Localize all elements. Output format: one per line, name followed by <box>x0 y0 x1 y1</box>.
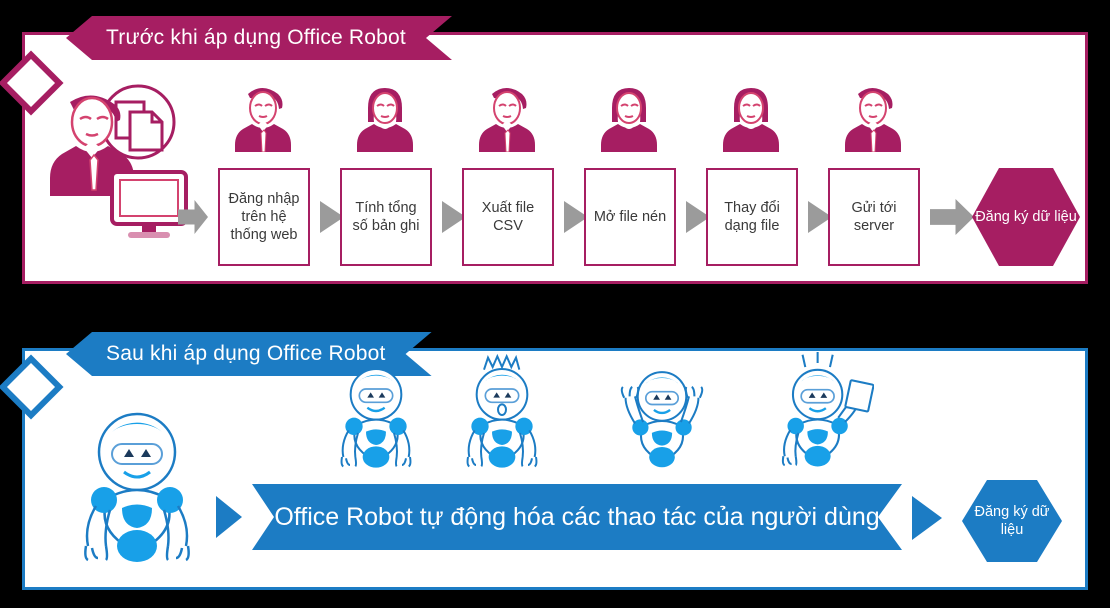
process-step-box-2[interactable]: Tính tổng số bản ghi <box>340 168 432 266</box>
before-result-label: Đăng ký dữ liệu <box>975 208 1077 225</box>
after-title-text: Sau khi áp dụng Office Robot <box>106 342 386 365</box>
process-step-label: Gửi tới server <box>851 199 897 234</box>
process-step-box-5[interactable]: Thay đổi dạng file <box>706 168 798 266</box>
worker-head-female-3 <box>723 88 779 152</box>
computer-monitor-icon <box>108 168 190 247</box>
robot-icon-standing <box>340 368 412 468</box>
after-result-label: Đăng ký dữ liệu <box>974 503 1050 538</box>
process-step-label: Tính tổng số bản ghi <box>352 199 420 234</box>
after-section-frame <box>22 348 1088 590</box>
process-step-label: Thay đổi dạng file <box>724 199 780 234</box>
process-step-label: Đăng nhập trên hệ thống web <box>228 190 300 244</box>
robot-icon-excited <box>466 353 538 468</box>
worker-head-female-2 <box>601 88 657 152</box>
worker-head-male-3 <box>845 88 901 152</box>
before-section-title-banner: Trước khi áp dụng Office Robot <box>66 16 452 60</box>
automation-message-bar: Office Robot tự động hóa các thao tác củ… <box>252 484 902 550</box>
worker-head-male-1 <box>235 88 291 152</box>
process-step-label: Mở file nén <box>593 208 667 225</box>
worker-head-male-2 <box>479 88 535 152</box>
robot-icon-large <box>84 412 190 562</box>
robot-icon-arms-raised <box>620 371 704 468</box>
process-step-box-6[interactable]: Gửi tới server <box>828 168 920 266</box>
process-step-box-1[interactable]: Đăng nhập trên hệ thống web <box>218 168 310 266</box>
robot-icon-holding-document <box>781 352 874 467</box>
automation-message-text: Office Robot tự động hóa các thao tác củ… <box>274 502 880 531</box>
before-title-text: Trước khi áp dụng Office Robot <box>106 26 406 49</box>
process-step-box-3[interactable]: Xuất file CSV <box>462 168 554 266</box>
worker-head-female-1 <box>357 88 413 152</box>
process-step-label: Xuất file CSV <box>481 199 535 234</box>
process-step-box-4[interactable]: Mở file nén <box>584 168 676 266</box>
